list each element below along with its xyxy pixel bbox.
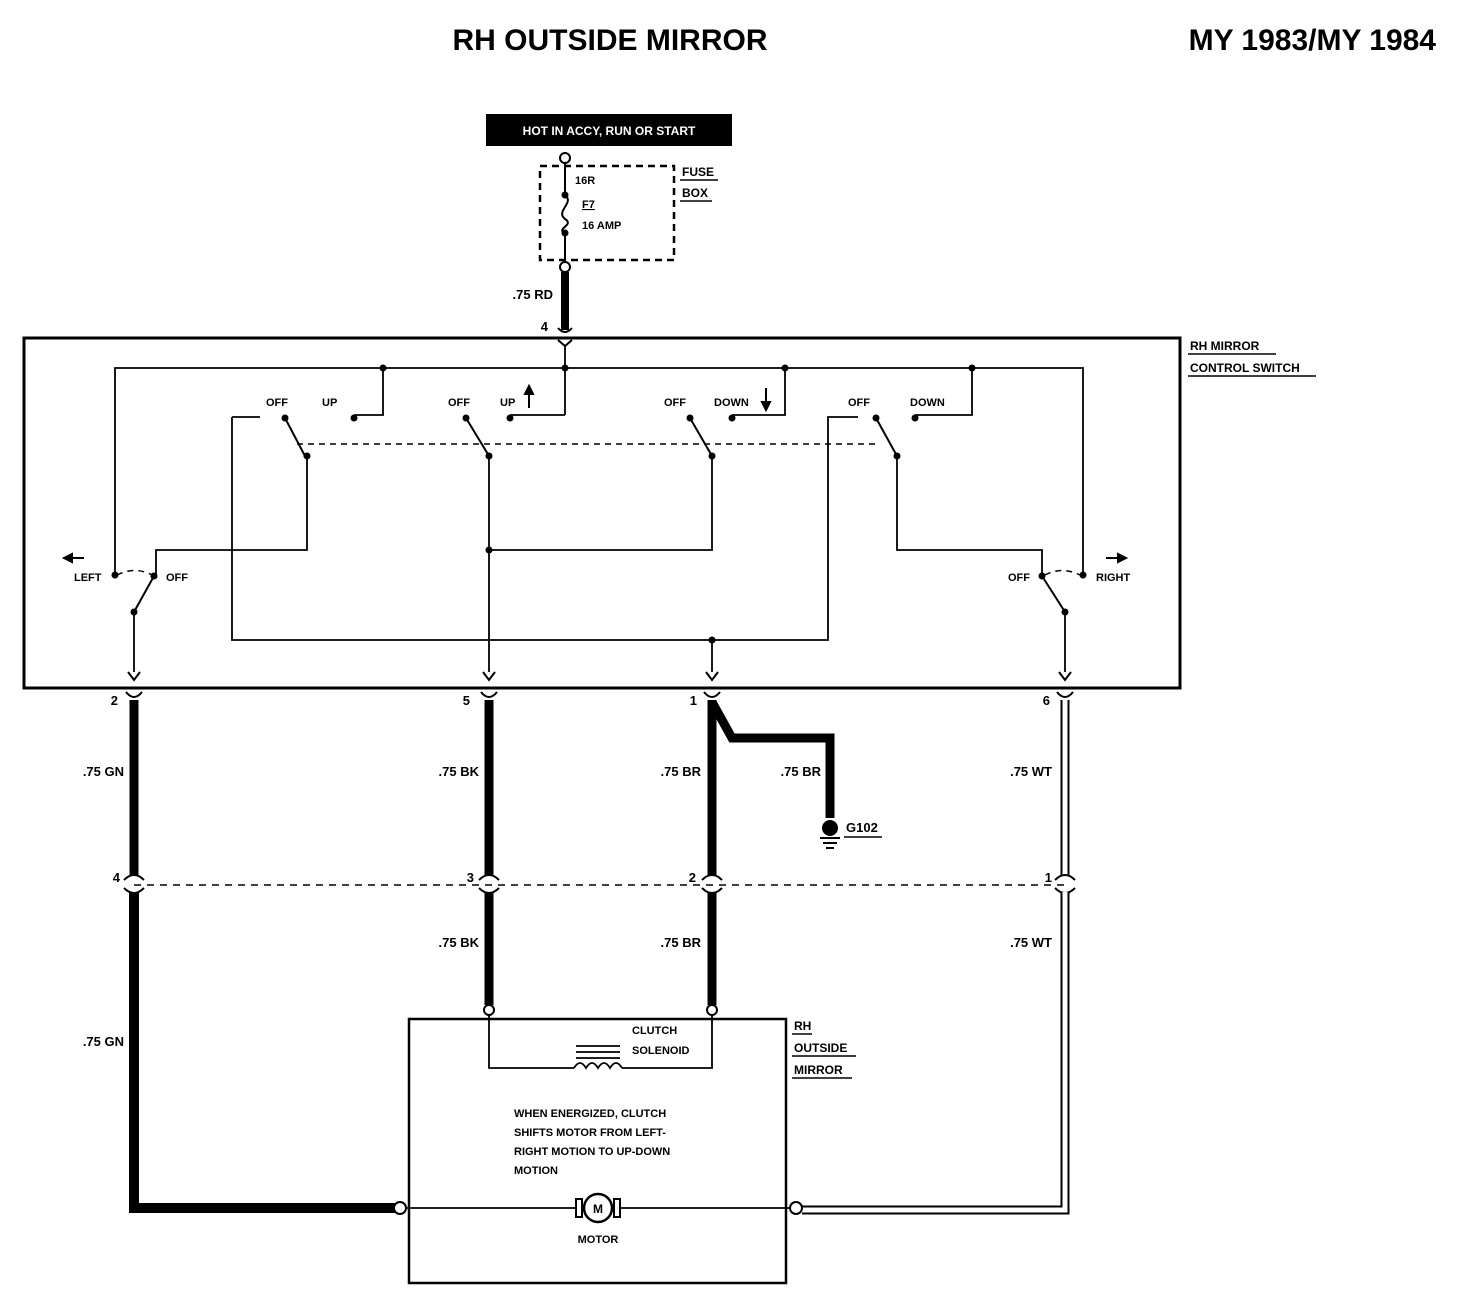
switch-feed-pin: 4 xyxy=(541,319,549,334)
switch-internal-wiring xyxy=(114,346,1084,672)
right-label: RIGHT xyxy=(1096,572,1131,584)
clutch-label-1: CLUTCH xyxy=(632,1025,677,1037)
switch-output-arrows xyxy=(127,671,1072,682)
fuse-output-terminal xyxy=(559,261,571,273)
wire-br-ground-label: .75 BR xyxy=(781,764,822,779)
wire-wt-upper-label: .75 WT xyxy=(1010,764,1052,779)
clutch-wire-left xyxy=(488,1015,574,1069)
power-terminal xyxy=(559,152,571,164)
switch-label-2: CONTROL SWITCH xyxy=(1190,361,1300,375)
right-off: OFF xyxy=(1008,572,1030,584)
connector-pin-1: 1 xyxy=(1045,870,1052,885)
direction-arrows xyxy=(61,383,1129,564)
fuse-terminal-label: 16R xyxy=(575,175,595,187)
motor-label: MOTOR xyxy=(578,1234,619,1246)
motor-icon xyxy=(575,1192,621,1224)
feed-arrow xyxy=(557,339,573,348)
wire-gn-lower-label: .75 GN xyxy=(83,1034,124,1049)
left-label: LEFT xyxy=(74,572,102,584)
switch-pin-2: 2 xyxy=(111,693,118,708)
mirror-label-3: MIRROR xyxy=(794,1063,843,1077)
motor-terminal-left xyxy=(393,1201,407,1215)
switch-linkage xyxy=(116,443,1081,576)
mirror-note-2: SHIFTS MOTOR FROM LEFT- xyxy=(514,1127,666,1139)
wire-gn-upper-label: .75 GN xyxy=(83,764,124,779)
connector-pin-3: 3 xyxy=(467,870,474,885)
contact2-up: UP xyxy=(500,397,515,409)
contact4-off: OFF xyxy=(848,397,870,409)
fuse-box-label-1: FUSE xyxy=(682,165,714,179)
diagram-title: RH OUTSIDE MIRROR xyxy=(453,24,768,57)
fuse-box-outline xyxy=(538,164,676,262)
contact3-off: OFF xyxy=(664,397,686,409)
model-years: MY 1983/MY 1984 xyxy=(1189,24,1437,57)
wire-br-ground xyxy=(708,699,835,818)
clutch-wire-right xyxy=(622,1015,713,1069)
clutch-terminal-right xyxy=(706,1004,718,1016)
mirror-note-3: RIGHT MOTION TO UP-DOWN xyxy=(514,1146,670,1158)
clutch-terminal-left xyxy=(483,1004,495,1016)
motor-terminal-right xyxy=(789,1201,803,1215)
ground-symbol xyxy=(820,820,840,849)
connector-pin-4: 4 xyxy=(113,870,121,885)
mirror-outline xyxy=(407,1017,788,1285)
wire-br-upper-label: .75 BR xyxy=(661,764,702,779)
fuse-box-label-2: BOX xyxy=(682,186,708,200)
switch-contact-dots xyxy=(111,364,1087,644)
fuse-symbol xyxy=(561,194,569,234)
mirror-label-2: OUTSIDE xyxy=(794,1041,847,1055)
switch-pin-5: 5 xyxy=(463,693,470,708)
inline-connector-pins xyxy=(123,874,1076,894)
contact2-off: OFF xyxy=(448,397,470,409)
connector-pin-2: 2 xyxy=(689,870,696,885)
wire-wt-lower xyxy=(802,892,1070,1215)
clutch-solenoid-coil xyxy=(573,1045,623,1070)
switch-pin-connectors xyxy=(125,691,1074,698)
clutch-label-2: SOLENOID xyxy=(632,1045,690,1057)
ground-label: G102 xyxy=(846,820,878,835)
wire-bk-lower-label: .75 BK xyxy=(439,935,480,950)
power-banner-text: HOT IN ACCY, RUN OR START xyxy=(523,124,696,138)
feed-connector xyxy=(557,327,573,333)
wire-bk-upper-label: .75 BK xyxy=(439,764,480,779)
fuse-rating: 16 AMP xyxy=(582,220,621,232)
feed-wire-label: .75 RD xyxy=(513,287,553,302)
switch-pin-6: 6 xyxy=(1043,693,1050,708)
power-banner-box xyxy=(486,114,732,146)
fuse-name: F7 xyxy=(582,199,595,211)
switch-pin-1: 1 xyxy=(690,693,697,708)
left-off: OFF xyxy=(166,572,188,584)
contact1-up: UP xyxy=(322,397,337,409)
control-switch-outline xyxy=(22,336,1182,690)
wire-wt-lower-label: .75 WT xyxy=(1010,935,1052,950)
contact4-down: DOWN xyxy=(910,397,945,409)
contact3-down: DOWN xyxy=(714,397,749,409)
contact1-off: OFF xyxy=(266,397,288,409)
switch-contacts xyxy=(133,417,1066,613)
mirror-note-1: WHEN ENERGIZED, CLUTCH xyxy=(514,1108,666,1120)
wire-gn-lower xyxy=(129,892,395,1213)
motor-symbol: M xyxy=(593,1202,603,1216)
switch-label-1: RH MIRROR xyxy=(1190,339,1260,353)
mirror-label-1: RH xyxy=(794,1019,811,1033)
wire-br-lower-label: .75 BR xyxy=(661,935,702,950)
mirror-note-4: MOTION xyxy=(514,1165,558,1177)
